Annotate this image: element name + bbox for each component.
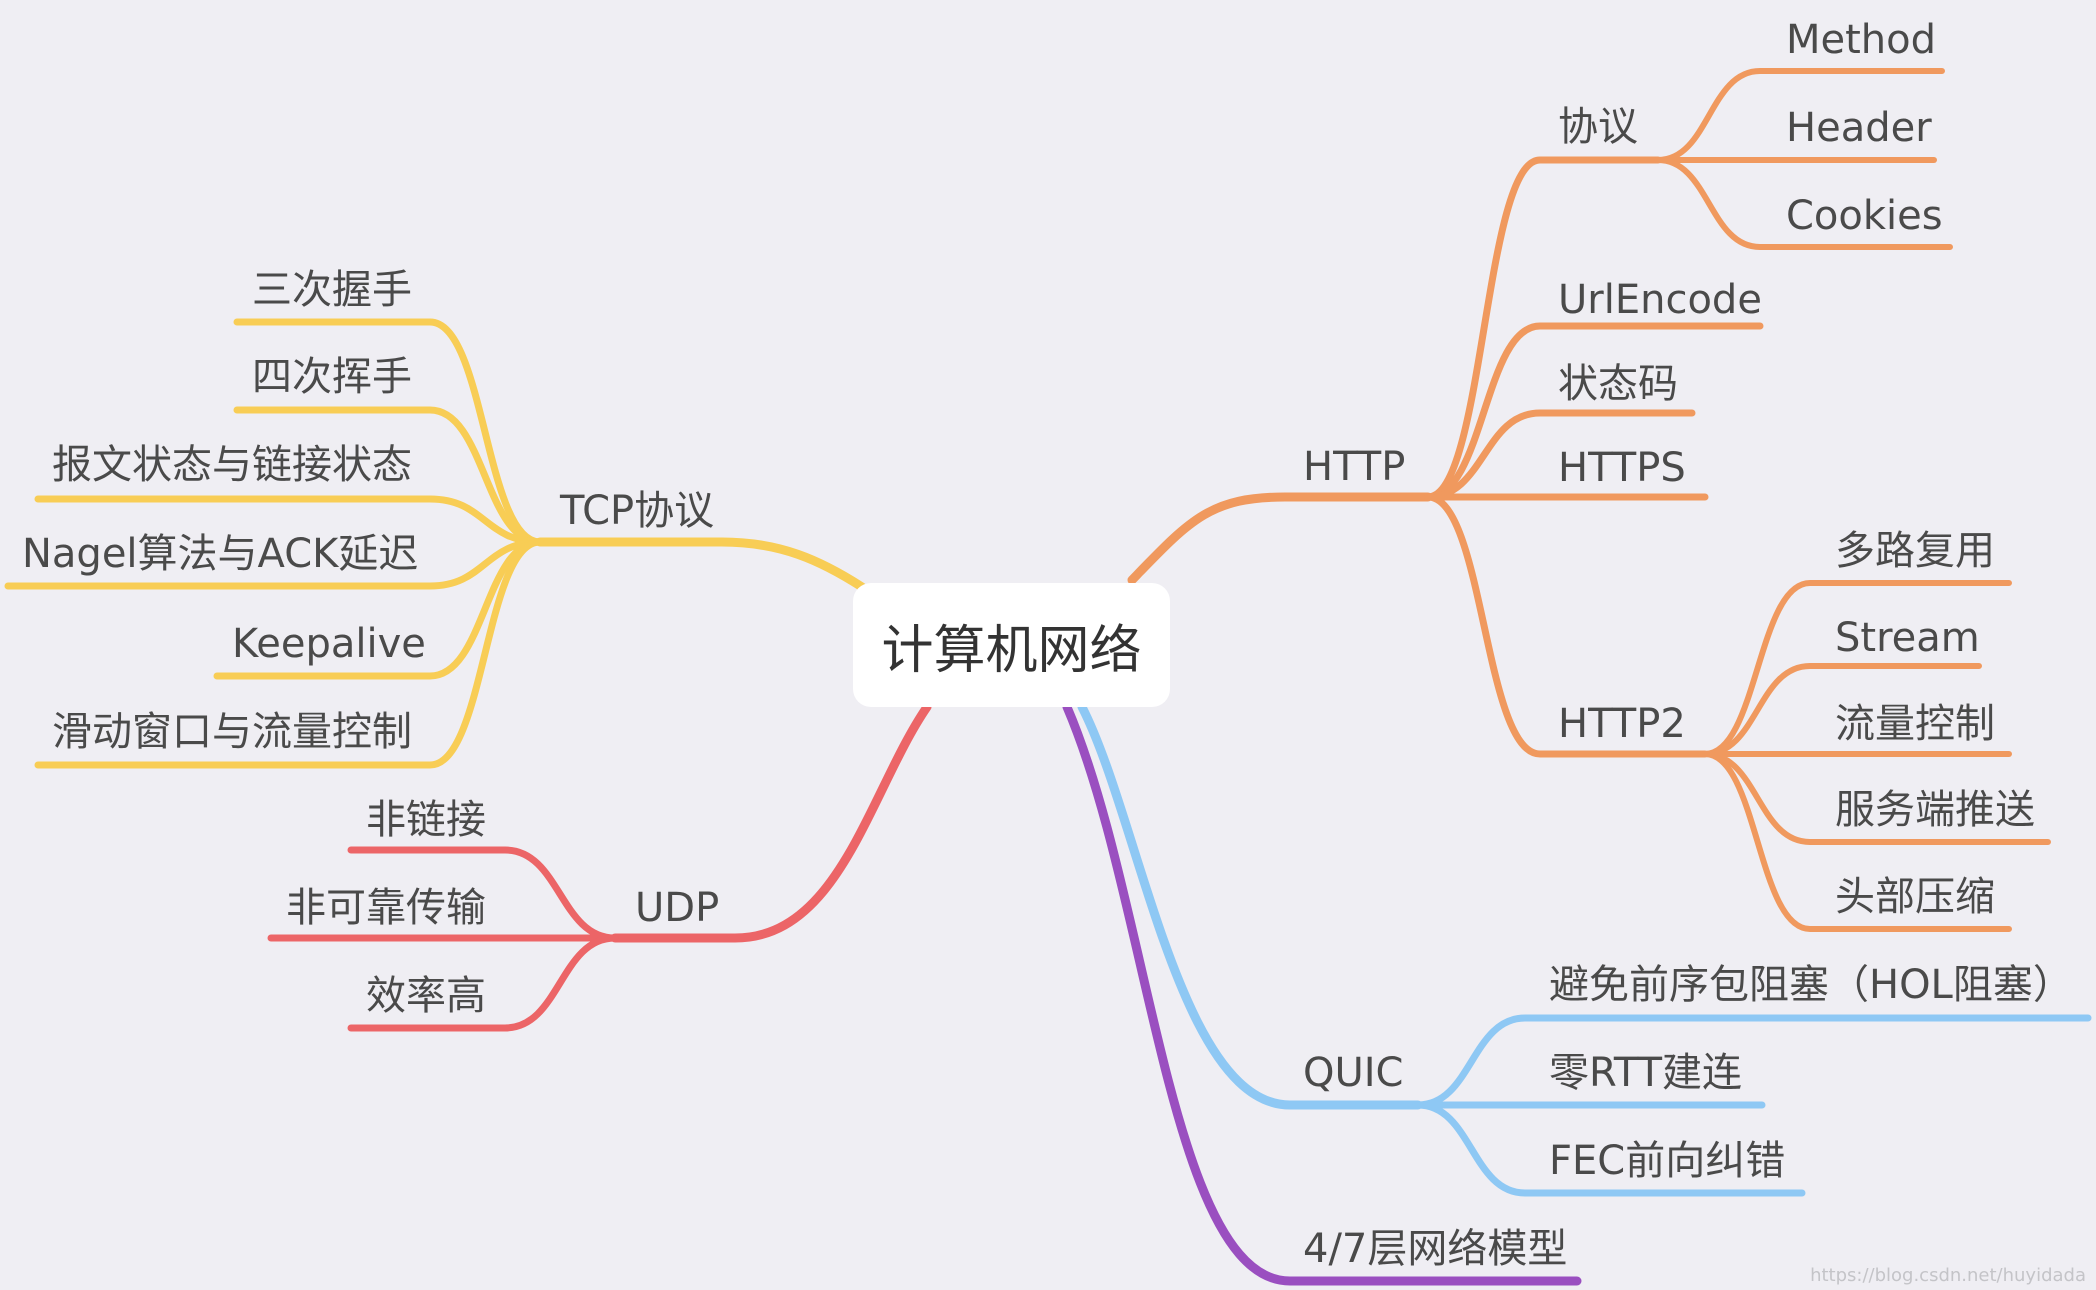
node-tcp[interactable]: TCP协议 — [560, 488, 715, 534]
node-header-compression[interactable]: 头部压缩 — [1835, 874, 1995, 920]
node-method[interactable]: Method — [1786, 17, 1937, 63]
connector-http2-compression — [1702, 751, 2012, 932]
node-http2[interactable]: HTTP2 — [1558, 701, 1686, 747]
node-four-way-wave[interactable]: 四次挥手 — [252, 354, 412, 400]
node-status-code[interactable]: 状态码 — [1558, 361, 1678, 407]
root-node[interactable]: 计算机网络 — [853, 583, 1170, 707]
connector-root-tcp — [535, 537, 867, 592]
node-https[interactable]: HTTPS — [1558, 445, 1686, 491]
connector-quic-hol — [1414, 1014, 2092, 1109]
node-network-model[interactable]: 4/7层网络模型 — [1303, 1226, 1568, 1272]
node-quic[interactable]: QUIC — [1303, 1050, 1404, 1096]
node-flow-control[interactable]: 流量控制 — [1835, 701, 1995, 747]
node-keepalive[interactable]: Keepalive — [232, 621, 426, 667]
node-http-protocol[interactable]: 协议 — [1558, 104, 1638, 150]
watermark-text: https://blog.csdn.net/huyidada — [1810, 1265, 2086, 1286]
node-three-way-handshake[interactable]: 三次握手 — [252, 267, 412, 313]
connector-http2-multiplexing — [1702, 580, 2012, 757]
connector-root-udp — [610, 702, 932, 943]
node-cookies[interactable]: Cookies — [1786, 193, 1943, 239]
connector-quic-fec — [1414, 1101, 1806, 1197]
connector-tcp-wave — [233, 406, 544, 546]
node-stream[interactable]: Stream — [1835, 615, 1980, 661]
connector-tcp-handshake — [233, 318, 544, 546]
connector-http2-stream — [1702, 663, 1982, 757]
node-unreliable[interactable]: 非可靠传输 — [286, 885, 486, 931]
connector-http-protocol — [1424, 156, 1662, 501]
root-label: 计算机网络 — [881, 620, 1142, 681]
node-udp[interactable]: UDP — [635, 885, 720, 931]
node-sliding-window[interactable]: 滑动窗口与流量控制 — [52, 709, 412, 755]
node-connectionless[interactable]: 非链接 — [366, 797, 486, 843]
node-zero-rtt[interactable]: 零RTT建连 — [1549, 1050, 1743, 1096]
node-urlencode[interactable]: UrlEncode — [1558, 277, 1762, 323]
connector-udp-connectionless — [347, 846, 619, 942]
node-http[interactable]: HTTP — [1303, 444, 1406, 490]
connector-root-quic — [1077, 702, 1423, 1110]
node-nagle-ack[interactable]: Nagel算法与ACK延迟 — [22, 531, 419, 577]
connector-http-status — [1424, 409, 1696, 501]
connector-root-http — [1127, 492, 1433, 585]
connector-tcp-packet-state — [34, 495, 544, 546]
connector-http-http2 — [1424, 493, 1709, 758]
node-efficient[interactable]: 效率高 — [366, 973, 486, 1019]
node-server-push[interactable]: 服务端推送 — [1835, 787, 2035, 833]
connector-protocol-method — [1655, 68, 1945, 163]
node-header[interactable]: Header — [1786, 105, 1932, 151]
connector-protocol-cookies — [1655, 157, 1953, 250]
connector-root-model — [1062, 702, 1582, 1286]
connector-http-urlencode — [1424, 322, 1764, 501]
node-hol-blocking[interactable]: 避免前序包阻塞（HOL阻塞） — [1549, 962, 2073, 1008]
node-fec[interactable]: FEC前向纠错 — [1549, 1138, 1786, 1184]
node-multiplexing[interactable]: 多路复用 — [1835, 528, 1995, 574]
connector-udp-efficient — [347, 934, 619, 1032]
connector-tcp-sliding — [34, 538, 544, 769]
node-packet-state[interactable]: 报文状态与链接状态 — [52, 442, 412, 488]
